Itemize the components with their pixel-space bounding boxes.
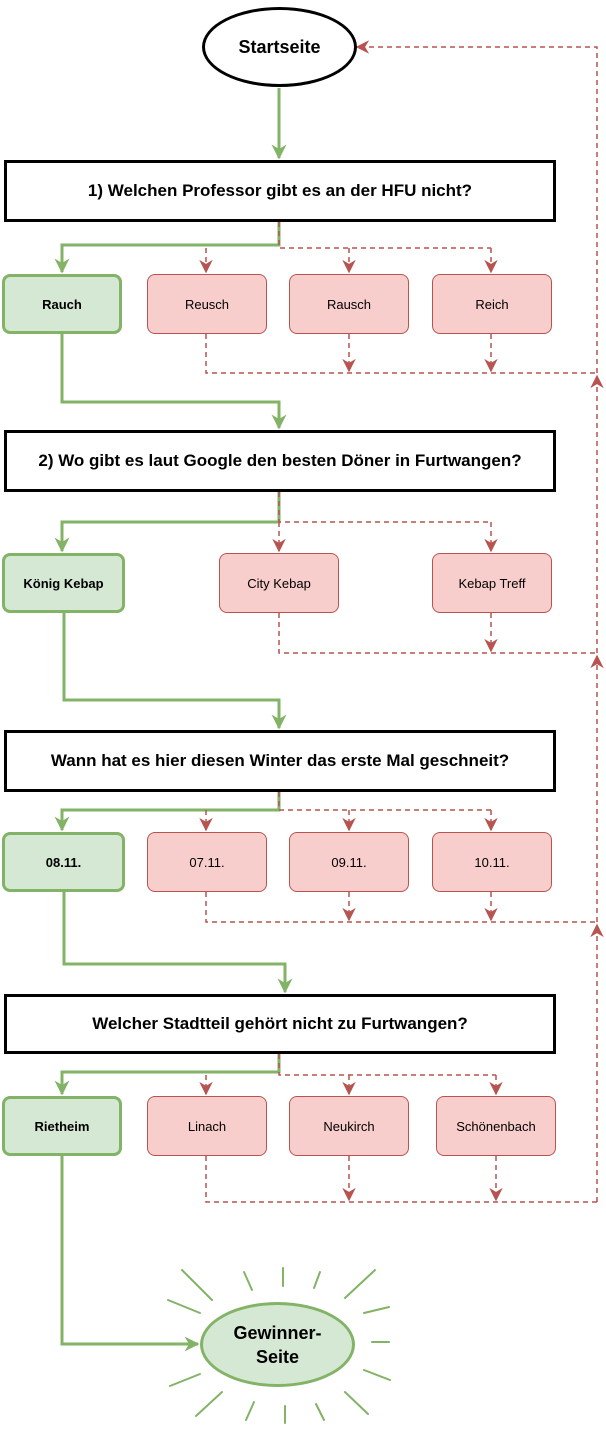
answer-wrong-q4-1: Linach: [147, 1096, 267, 1156]
winner-label-line-1: Gewinner-: [233, 1322, 322, 1343]
question-2-box: 2) Wo gibt es laut Google den besten Dön…: [4, 430, 556, 492]
answer-label: Rausch: [326, 296, 372, 312]
q4-wrong-collect: [205, 1156, 597, 1203]
answer-label: Linach: [187, 1118, 227, 1134]
answer-correct-q4: Rietheim: [2, 1096, 122, 1156]
q2-to-correct-arrow: [54, 492, 281, 553]
answer-wrong-q3-1: 07.11.: [147, 832, 267, 892]
q1-wrong-branch: [278, 222, 491, 249]
return-to-start-arrow: [355, 40, 598, 373]
answer-label: 08.11.: [45, 854, 82, 870]
answer-label: König Kebap: [23, 575, 104, 591]
question-1-label: 1) Welchen Professor gibt es an der HFU …: [87, 181, 473, 200]
answer-wrong-q4-2: Neukirch: [289, 1096, 409, 1156]
question-4-label: Welcher Stadtteil gehört nicht zu Furtwa…: [92, 1014, 468, 1033]
answer-wrong-q2-1: City Kebap: [219, 553, 339, 613]
start-label: Startseite: [238, 36, 321, 57]
answer-wrong-q3-3: 10.11.: [432, 832, 552, 892]
answer-wrong-q1-3: Reich: [432, 274, 552, 334]
answer-wrong-q1-1: Reusch: [147, 274, 267, 334]
answer-label: 07.11.: [189, 854, 225, 870]
q4-wrong-branch: [278, 1054, 496, 1076]
winner-rays: [167, 1267, 391, 1424]
answer-wrong-q1-2: Rausch: [289, 274, 409, 334]
answer-label: 10.11.: [474, 854, 510, 870]
winner-label: Gewinner- Seite: [233, 1321, 321, 1369]
q4-to-correct-arrow: [54, 1054, 281, 1096]
q4-correct-to-winner-arrow: [60, 1156, 200, 1352]
question-2-label: 2) Wo gibt es laut Google den besten Dön…: [38, 451, 522, 470]
q1-to-correct-arrow: [54, 222, 281, 274]
q2-wrong-collect: [278, 613, 597, 654]
q1-correct-to-q2-arrow: [60, 334, 287, 430]
start-node: Startseite: [202, 7, 357, 87]
answer-label: Reich: [475, 296, 509, 312]
q3-to-correct-arrow: [54, 792, 281, 832]
answer-label: Rietheim: [34, 1118, 90, 1134]
q2-correct-to-q3-arrow: [62, 613, 287, 730]
question-3-label: Wann hat es hier diesen Winter das erste…: [50, 751, 510, 770]
answer-wrong-q3-2: 09.11.: [289, 832, 409, 892]
answer-wrong-q2-2: Kebap Treff: [432, 553, 552, 613]
answer-label: Kebap Treff: [458, 575, 526, 591]
answer-label: Schönenbach: [456, 1118, 536, 1134]
answer-label: 09.11.: [331, 854, 367, 870]
q1-wrong-collect: [205, 334, 597, 374]
q3-wrong-collect: [205, 892, 597, 923]
question-4-box: Welcher Stadtteil gehört nicht zu Furtwa…: [4, 994, 556, 1054]
answer-correct-q2: König Kebap: [2, 553, 125, 613]
question-1-box: 1) Welchen Professor gibt es an der HFU …: [4, 160, 556, 222]
winner-label-line-2: Seite: [255, 1346, 299, 1367]
question-3-box: Wann hat es hier diesen Winter das erste…: [4, 730, 556, 792]
answer-label: Neukirch: [323, 1118, 375, 1134]
winner-node: Gewinner- Seite: [200, 1302, 355, 1387]
q2-wrong-branch: [278, 492, 491, 523]
answer-correct-q3: 08.11.: [2, 832, 125, 892]
q3-correct-to-q4-arrow: [62, 892, 293, 994]
answer-correct-q1: Rauch: [2, 274, 122, 334]
answer-wrong-q4-3: Schönenbach: [436, 1096, 556, 1156]
q3-wrong-branch: [278, 792, 491, 811]
wrong-path: [199, 40, 604, 1203]
answer-label: City Kebap: [247, 575, 311, 591]
answer-label: Reusch: [184, 296, 230, 312]
answer-label: Rauch: [42, 296, 82, 312]
